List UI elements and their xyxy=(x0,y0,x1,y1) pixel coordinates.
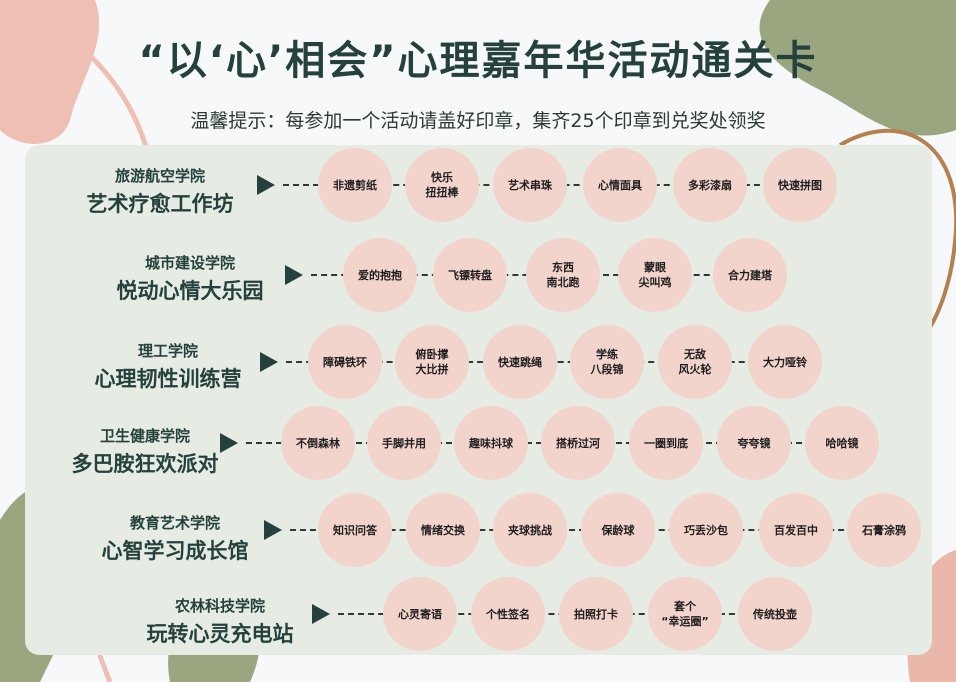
activity-stamp[interactable]: 大力哑铃 xyxy=(748,325,822,399)
activity-stamp[interactable]: 套个 “幸运圈” xyxy=(648,577,722,651)
activity-stamp[interactable]: 拍照打卡 xyxy=(559,577,633,651)
activity-stamp[interactable]: 快乐 扭扭棒 xyxy=(405,148,479,222)
arrow-icon xyxy=(260,352,278,372)
dashed-connector xyxy=(338,613,775,615)
station-label: 理工学院心理韧性训练营 xyxy=(95,340,242,393)
activity-stamp[interactable]: 手脚并用 xyxy=(367,406,441,480)
college-name: 理工学院 xyxy=(137,342,198,360)
activity-stamp[interactable]: 不倒森林 xyxy=(281,406,355,480)
activity-stamp[interactable]: 巧丢沙包 xyxy=(669,493,743,567)
event-name: 艺术疗愈工作坊 xyxy=(86,192,234,216)
activity-stamp[interactable]: 东西 南北跑 xyxy=(526,238,600,312)
activity-stamp[interactable]: 传统投壶 xyxy=(738,577,812,651)
activity-stamp[interactable]: 学练 八段锦 xyxy=(570,325,644,399)
arrow-icon xyxy=(257,175,275,195)
activity-stamp[interactable]: 艺术串珠 xyxy=(493,148,567,222)
activity-stamp[interactable]: 多彩漆扇 xyxy=(673,148,747,222)
arrow-icon xyxy=(220,433,238,453)
activity-stamp[interactable]: 哈哈镜 xyxy=(805,406,879,480)
activity-stamp[interactable]: 夹球挑战 xyxy=(493,493,567,567)
college-name: 教育艺术学院 xyxy=(129,514,220,532)
activity-stamp[interactable]: 搭桥过河 xyxy=(541,406,615,480)
page-title: “以‘心’相会”心理嘉年华活动通关卡 xyxy=(138,38,818,84)
activity-stamp[interactable]: 非遗剪纸 xyxy=(318,148,392,222)
activity-stamp[interactable]: 蒙眼 尖叫鸡 xyxy=(618,238,692,312)
event-name: 玩转心灵充电站 xyxy=(146,622,294,646)
activity-stamp[interactable]: 知识问答 xyxy=(318,493,392,567)
activity-stamp[interactable]: 飞镖转盘 xyxy=(433,238,507,312)
activity-stamp[interactable]: 个性签名 xyxy=(471,577,545,651)
activity-stamp[interactable]: 快速拼图 xyxy=(763,148,837,222)
arrow-icon xyxy=(285,265,303,285)
station-label: 卫生健康学院多巴胺狂欢派对 xyxy=(72,425,219,478)
station-label: 农林科技学院玩转心灵充电站 xyxy=(147,595,294,648)
activity-stamp[interactable]: 障碍铁环 xyxy=(308,325,382,399)
activity-stamp[interactable]: 夸夸镜 xyxy=(717,406,791,480)
event-name: 多巴胺狂欢派对 xyxy=(71,452,219,476)
activity-stamp[interactable]: 趣味抖球 xyxy=(454,406,528,480)
activity-panel xyxy=(25,145,932,655)
event-name: 悦动心情大乐园 xyxy=(116,279,264,303)
activity-stamp[interactable]: 俯卧撑 大比拼 xyxy=(395,325,469,399)
activity-stamp[interactable]: 石膏涂鸦 xyxy=(847,493,921,567)
activity-stamp[interactable]: 无敌 风火轮 xyxy=(658,325,732,399)
activity-stamp[interactable]: 爱的抱抱 xyxy=(343,238,417,312)
activity-stamp[interactable]: 百发百中 xyxy=(759,493,833,567)
station-label: 城市建设学院悦动心情大乐园 xyxy=(117,252,264,305)
college-name: 卫生健康学院 xyxy=(99,427,190,445)
event-name: 心智学习成长馆 xyxy=(101,539,249,563)
activity-stamp[interactable]: 合力建塔 xyxy=(713,238,787,312)
arrow-icon xyxy=(264,520,282,540)
activity-stamp[interactable]: 保龄球 xyxy=(581,493,655,567)
college-name: 旅游航空学院 xyxy=(114,167,205,185)
event-name: 心理韧性训练营 xyxy=(94,367,242,391)
station-label: 旅游航空学院艺术疗愈工作坊 xyxy=(87,165,234,218)
arrow-icon xyxy=(312,604,330,624)
college-name: 城市建设学院 xyxy=(144,254,235,272)
activity-stamp[interactable]: 心灵寄语 xyxy=(383,577,457,651)
activity-stamp[interactable]: 情绪交换 xyxy=(406,493,480,567)
station-label: 教育艺术学院心智学习成长馆 xyxy=(102,512,249,565)
tip-text: 温馨提示：每参加一个活动请盖好印章，集齐25个印章到兑奖处领奖 xyxy=(190,110,766,132)
activity-stamp[interactable]: 心情面具 xyxy=(583,148,657,222)
activity-stamp[interactable]: 一圈到底 xyxy=(629,406,703,480)
activity-stamp[interactable]: 快速跳绳 xyxy=(483,325,557,399)
college-name: 农林科技学院 xyxy=(174,597,265,615)
